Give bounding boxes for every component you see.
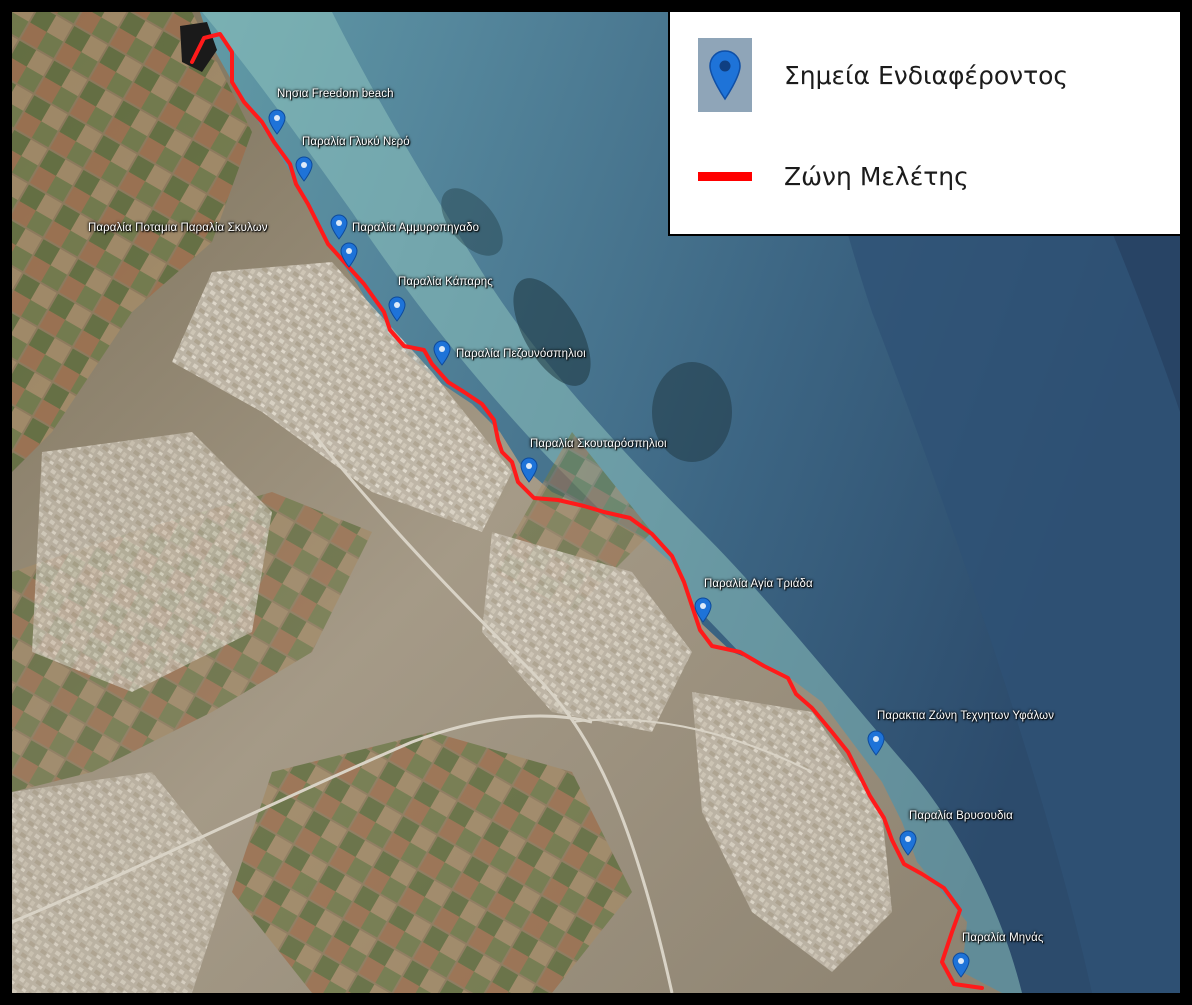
poi-pin-minas[interactable]	[952, 952, 970, 978]
poi-pin-kaparis[interactable]	[388, 296, 406, 322]
map-pin-icon	[268, 109, 286, 135]
legend-zone-label: Ζώνη Μελέτης	[784, 162, 969, 191]
poi-pin-pezounospilioi[interactable]	[433, 340, 451, 366]
road	[310, 431, 674, 993]
poi-pin-potamia[interactable]	[330, 214, 348, 240]
urban-area	[482, 532, 692, 732]
legend-row-poi: Σημεία Ενδιαφέροντος	[698, 38, 1068, 112]
map-pin-icon	[520, 457, 538, 483]
map-pin-icon	[867, 730, 885, 756]
study-zone-line[interactable]	[190, 32, 984, 990]
legend-poi-label: Σημεία Ενδιαφέροντος	[784, 60, 1069, 90]
poi-pin-skoutarospilioi[interactable]	[520, 457, 538, 483]
legend-zone-swatch	[698, 172, 752, 181]
poi-label-kaparis: Παραλία Κάπαρης	[398, 276, 493, 288]
farmland	[232, 732, 632, 993]
farmland	[12, 12, 252, 472]
urban-area	[12, 772, 232, 993]
poi-pin-vrysoudia[interactable]	[899, 830, 917, 856]
poi-label-freedom: Νησια Freedom beach	[277, 88, 394, 100]
map-pin-icon	[709, 50, 741, 101]
poi-pin-agiatriada[interactable]	[694, 597, 712, 623]
urban-area	[692, 692, 892, 972]
map-legend: Σημεία Ενδιαφέροντος Ζώνη Μελέτης	[668, 12, 1180, 236]
reef-patch	[513, 278, 591, 386]
poi-label-glyki: Παραλία Γλυκύ Νερό	[302, 136, 410, 148]
poi-label-minas: Παραλία Μηνάς	[962, 932, 1044, 944]
map-pin-icon	[694, 597, 712, 623]
poi-pin-glyki[interactable]	[295, 156, 313, 182]
map-pin-icon	[899, 830, 917, 856]
legend-pin-swatch	[698, 38, 752, 112]
urban-area	[172, 262, 512, 532]
poi-label-vrysoudia: Παραλία Βρυσουδια	[909, 810, 1013, 822]
poi-pin-freedom[interactable]	[268, 109, 286, 135]
poi-label-agiatriada: Παραλία Αγία Τριάδα	[704, 578, 813, 590]
map-pin-icon	[330, 214, 348, 240]
poi-label-skoutarospilioi: Παραλία Σκουταρόσπηλιοι	[530, 438, 667, 450]
map-pin-icon	[340, 242, 358, 268]
map-pin-icon	[388, 296, 406, 322]
poi-pin-technitoi[interactable]	[867, 730, 885, 756]
urban-area	[32, 432, 272, 692]
map-pin-icon	[433, 340, 451, 366]
deep-sea	[792, 12, 1180, 993]
poi-label-technitoi: Παρακτια Ζώνη Τεχνητων Υφάλων	[877, 710, 1055, 722]
road	[571, 718, 813, 773]
legend-row-zone: Ζώνη Μελέτης	[698, 162, 969, 191]
map-pin-icon	[295, 156, 313, 182]
poi-label-ammoro: Παραλία Αμμυροπηγαδο	[352, 222, 480, 234]
road	[12, 714, 593, 924]
reef-patch	[652, 362, 732, 462]
poi-label-pezounospilioi: Παραλία Πεζουνόσπηλιοι	[456, 348, 586, 360]
poi-label-potamia: Παραλία Ποταμια Παραλία Σκυλων	[88, 222, 268, 234]
map-pin-icon	[952, 952, 970, 978]
reef-patch	[441, 188, 503, 256]
poi-pin-ammoro[interactable]	[340, 242, 358, 268]
